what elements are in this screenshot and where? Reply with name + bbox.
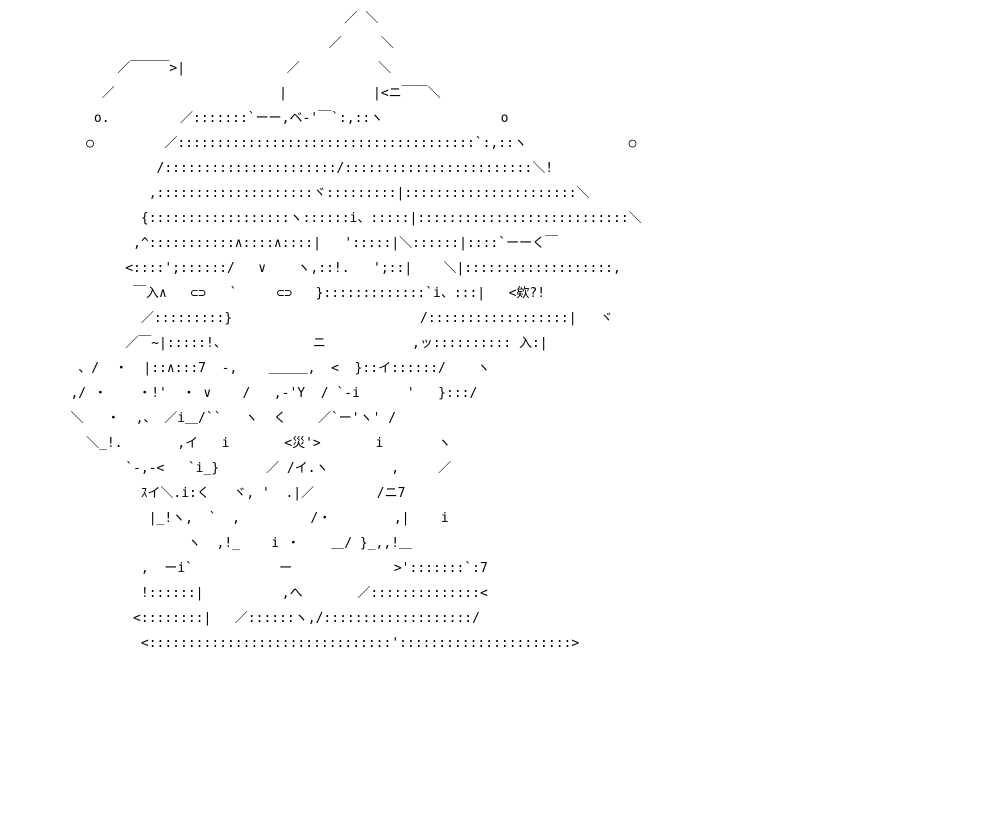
ascii-art-line: , ーi` ー >':::::::`:7 [0,561,488,576]
ascii-art-line: ／ | |<ニ￣￣＼ [0,86,441,101]
ascii-art-line: ○ ／:::::::::::::::::::::::::::::::::::::… [0,136,637,151]
ascii-art-line: o. ／:::::::`ーー,ベ-'￣`:,::ヽ o [0,111,509,126]
ascii-art-line: !::::::| ,へ ／::::::::::::::< [0,586,488,601]
ascii-art-line: ヽ ,!_ i ・ ＿/ }_,,!＿ [0,536,413,551]
ascii-art-line: ,::::::::::::::::::::ヾ:::::::::|::::::::… [0,186,590,201]
ascii-art-line: /::::::::::::::::::::::/::::::::::::::::… [0,161,554,176]
ascii-art-line: |_!ヽ, ` , /・ ,| i [0,511,449,526]
ascii-art-line: ｽイ＼.i:く ヾ, ' .|／ /ニ7 [0,486,406,501]
ascii-art-line: <:::::::::::::::::::::::::::::::':::::::… [0,636,580,651]
ascii-art-line: ＼_!. ,イ i <災'> i ヽ [0,436,452,451]
ascii-art-line: {::::::::::::::::::ヽ::::::i、:::::|::::::… [0,211,642,226]
ascii-art-line: <::::';::::::/ ∨ ヽ,::!. ';::| ＼|::::::::… [0,261,621,276]
ascii-art-line: ,^:::::::::::∧::::∧::::| ':::::|＼::::::|… [0,236,559,251]
ascii-art-line: ／ ＼ [0,11,379,26]
ascii-art-line: 、/ ・ |::∧:::7 -, ＿＿＿, < }::イ::::::/ ヽ [0,361,491,376]
ascii-art-line: ／:::::::::} /::::::::::::::::::| ヾ [0,311,613,326]
ascii-art-line: <::::::::| ／::::::ヽ,/:::::::::::::::::::… [0,611,480,626]
ascii-art-line: ／￣~|:::::!、 ニ ,ッ:::::::::: 入:| [0,336,548,351]
ascii-art: ／ ＼ ／ ＼ ／￣￣￣>| ／ ＼ ／ | |<ニ￣￣＼ o. ／::::::… [0,6,642,656]
ascii-art-line: ／￣￣￣>| ／ ＼ [0,61,392,76]
ascii-art-line: ／ ＼ [0,36,394,51]
ascii-art-line: ￣入∧ ⊂⊃ ` ⊂⊃ }:::::::::::::`i、:::| <欸?! [0,286,546,301]
ascii-art-line: `-,-< `i_} ／ /イ.ヽ , ／ [0,461,452,476]
ascii-art-line: ,/ ・ ・!' ・ ∨ / ,-'Y / `-i ' }:::/ [0,386,478,401]
ascii-art-line: ＼ ・ ,、 ／i＿/`` ヽ く ／`ー'ヽ' / [0,411,397,426]
